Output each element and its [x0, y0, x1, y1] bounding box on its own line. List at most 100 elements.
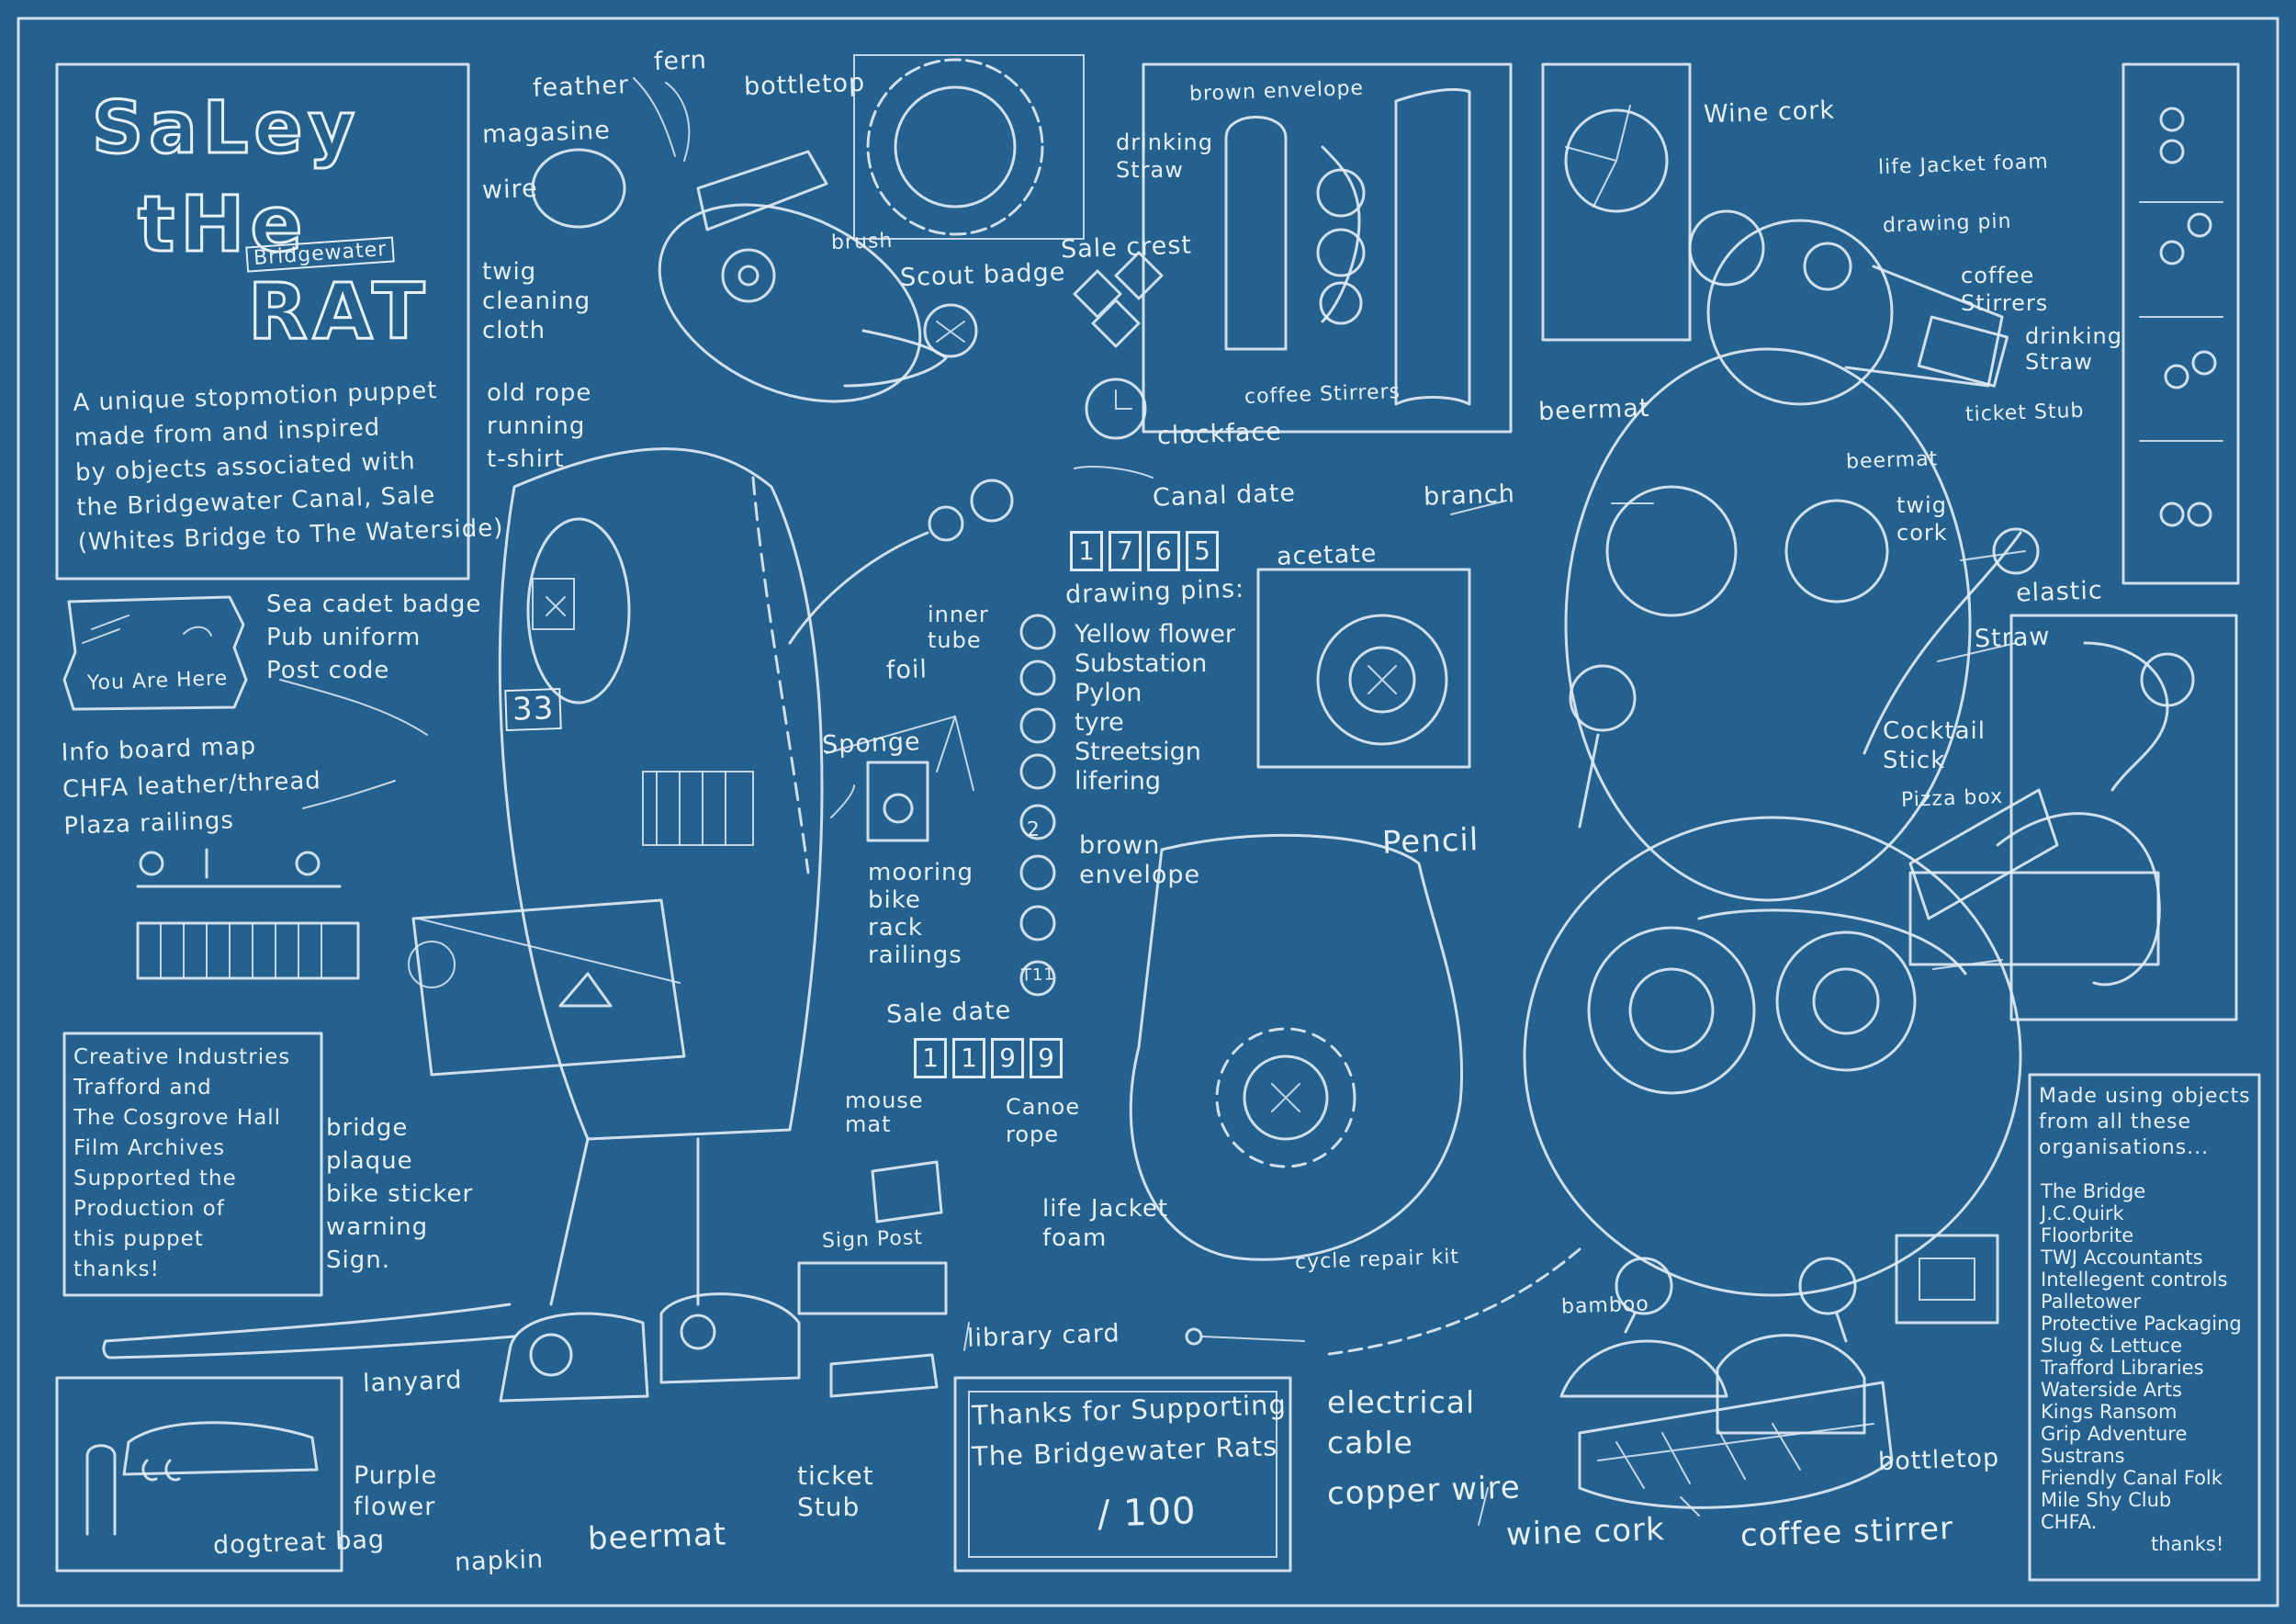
label-drawing-pin: drawing pin — [1882, 209, 2012, 238]
plaza-railings-sketch — [136, 848, 360, 980]
label-ticket-stub-bottom: ticket Stub — [797, 1460, 874, 1522]
label-pizza-box: Pizza box — [1900, 785, 2004, 812]
label-wine-cork-bottom: wine cork — [1505, 1510, 1666, 1554]
label-canoe-rope: Canoe rope — [1006, 1094, 1081, 1147]
label-drawing-pins: drawing pins: — [1064, 574, 1245, 610]
organisation-item: The Bridge — [2041, 1180, 2146, 1202]
organisation-item: Grip Adventure — [2041, 1423, 2188, 1445]
drawing-pin-icons — [1019, 614, 1056, 997]
ticket-stub-sketch — [829, 1353, 939, 1398]
label-drinking-straw-top: drinking Straw — [1116, 130, 1213, 183]
organisation-item: Mile Shy Club — [2041, 1489, 2172, 1511]
label-magazine: magasine — [481, 116, 612, 150]
credits-note: Creative Industries Trafford and The Cos… — [73, 1045, 291, 1281]
organisation-item: Kings Ransom — [2041, 1401, 2178, 1423]
organisation-item: CHFA. — [2041, 1511, 2098, 1533]
label-beermat-center: beermat — [1537, 393, 1650, 427]
info-board-label: Info board map CHFA leather/thread Plaza… — [61, 732, 322, 840]
sale-date-digit-4: 9 — [1030, 1038, 1063, 1078]
canal-date-digit-3: 6 — [1147, 531, 1180, 571]
cycle-repair-disc-sketch — [1129, 833, 1464, 1261]
organisations-box-frame — [2028, 1073, 2261, 1582]
label-clockface: clockface — [1156, 417, 1283, 451]
organisation-item: Sustrans — [2041, 1445, 2125, 1467]
map-piece-sketch — [1895, 1234, 1999, 1325]
drawing-pin-item: lifering — [1075, 767, 1161, 795]
organisation-item: Trafford Libraries — [2041, 1357, 2204, 1379]
label-life-jacket-foam-mid: life Jacket foam — [1042, 1195, 1169, 1252]
organisation-item: Floorbrite — [2041, 1224, 2134, 1246]
drawing-pins-list: Yellow flower Substation Pylon tyre Stre… — [1075, 620, 1235, 796]
label-coffee-stirrers-right: coffee Stirrers — [1961, 263, 2049, 316]
clockface-sketch — [1085, 378, 1147, 440]
label-copper-wire: copper wire — [1326, 1469, 1522, 1513]
canal-date-digit-4: 5 — [1186, 531, 1219, 571]
label-acetate: acetate — [1276, 539, 1378, 571]
label-library-card: library card — [966, 1319, 1121, 1353]
leader-lines — [279, 466, 2026, 1526]
label-dogtreat-bag: dogtreat bag — [212, 1525, 386, 1561]
label-straw: Straw — [1974, 622, 2051, 654]
canal-date-digit-1: 1 — [1070, 531, 1103, 571]
title-panel-frame — [55, 62, 470, 581]
cocktail-panel-frame — [2009, 614, 2238, 1021]
title-line-1: SaLey — [90, 86, 361, 172]
label-drinking-straw-right: drinking Straw — [2025, 323, 2122, 375]
organisations-list: The Bridge J.C.Quirk Floorbrite TWJ Acco… — [2041, 1180, 2242, 1555]
bottletop-sketch — [853, 54, 1085, 240]
joint-parts-sketch — [2139, 107, 2223, 527]
label-cocktail-stick: Cocktail Stick — [1883, 717, 1986, 774]
title-line-3: RAT — [246, 265, 431, 358]
label-ticket-stub-right: ticket Stub — [1964, 399, 2085, 427]
sheet-border — [17, 17, 2279, 1607]
label-pencil: Pencil — [1381, 821, 1480, 862]
sea-cadet-label: Sea cadet badge Pub uniform Post code — [266, 591, 482, 684]
label-elastic: elastic — [2015, 576, 2104, 608]
library-card-sketch — [797, 1261, 948, 1315]
label-inner-tube: inner tube — [928, 602, 989, 653]
acetate-panel-frame — [1256, 568, 1471, 769]
dogtreat-panel-frame — [55, 1376, 343, 1573]
rat-one-sketch — [102, 77, 1014, 1403]
thanks-box-frame — [953, 1376, 1292, 1573]
label-mouse-mat: mouse mat — [845, 1088, 924, 1137]
mouse-mat-sketch — [871, 1160, 943, 1224]
sale-date-digit-1: 1 — [914, 1038, 947, 1078]
drawing-pin-item: tyre — [1075, 708, 1124, 737]
wine-cork-panel-frame — [1541, 62, 1692, 342]
canal-date-digit-2: 7 — [1109, 531, 1142, 571]
sale-crest-sketch — [1073, 251, 1164, 348]
drawing-pin-item: Substation — [1075, 649, 1208, 678]
envelope-panel-sketch — [1142, 62, 1513, 434]
label-beermat-right: beermat — [1845, 447, 1939, 474]
organisation-item: Friendly Canal Folk — [2041, 1467, 2223, 1489]
drawing-pin-item: Pylon — [1075, 679, 1142, 707]
label-electrical-cable: electrical cable — [1327, 1384, 1476, 1460]
intro-text: A unique stopmotion puppet made from and… — [72, 377, 504, 558]
info-board-map-sketch — [62, 595, 248, 711]
label-bridge-plaque: bridge plaque bike sticker warning Sign. — [326, 1114, 474, 1274]
label-feather: feather — [532, 71, 630, 103]
jersey-number: 33 — [504, 687, 563, 732]
label-fern: fern — [653, 46, 708, 77]
rat-two-sketch — [1321, 209, 2059, 1509]
organisation-item: Intellegent controls — [2041, 1269, 2228, 1291]
label-purple-flower: Purple flower — [354, 1461, 438, 1521]
scout-badge-sketch — [923, 303, 978, 358]
drawing-pin-badge-code: T11 — [1020, 964, 1056, 986]
label-mooring: mooring bike rack railings — [868, 859, 974, 969]
label-bottletop-bottom: bottletop — [1877, 1443, 2000, 1477]
organisation-item: Waterside Arts — [2041, 1379, 2182, 1401]
label-scout-badge: Scout badge — [899, 257, 1066, 293]
organisation-item: Protective Packaging — [2041, 1313, 2242, 1335]
drawing-pin-item: Streetsign — [1075, 738, 1201, 766]
label-coffee-stirrer-bottom: coffee stirrer — [1739, 1509, 1954, 1555]
label-sale-crest: Sale crest — [1060, 231, 1193, 265]
drawing-pin-item: Yellow flower — [1075, 620, 1236, 648]
joint-parts-panel — [2122, 62, 2240, 585]
edition-number: / 100 — [1097, 1490, 1198, 1536]
label-bottletop-top: bottletop — [743, 68, 866, 102]
